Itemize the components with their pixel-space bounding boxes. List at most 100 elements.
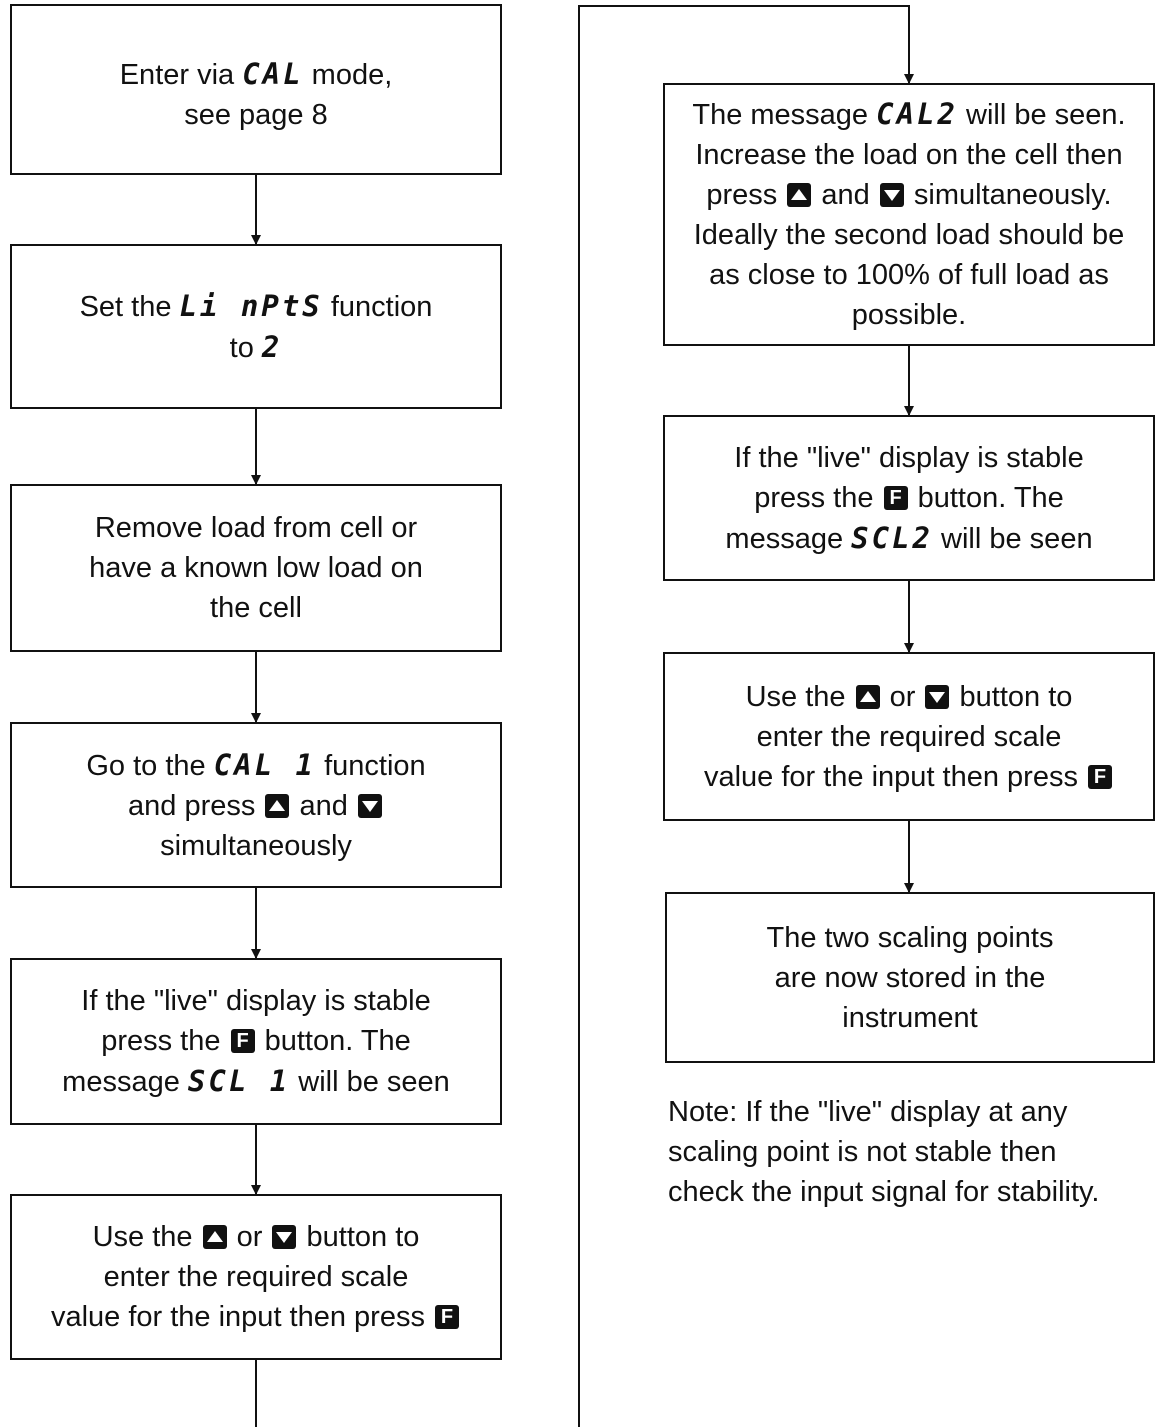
step-remove-load: Remove load from cell or have a known low… [10,484,502,652]
step-line: The message CAL2 will be seen. [673,94,1145,135]
step-text-fragment: message [62,1066,188,1098]
step-text-fragment: possible. [851,299,967,331]
connector-column-link [578,5,914,1427]
step-text: If the "live" display is stable press the… [673,438,1145,559]
step-line: Go to the CAL 1 function [20,745,492,786]
step-text-fragment: function [322,290,433,323]
step-line: If the "live" display is stable [673,438,1145,478]
step-text-fragment: mode, [303,59,393,91]
f-key-icon [883,485,908,510]
step-text-fragment: or [881,680,924,713]
step-text: Use the or button to enter the required s… [20,1217,492,1337]
step-text-fragment: The message [692,99,877,131]
step-line: have a known low load on [20,548,492,588]
step-line: Set the Li nPtS function [20,286,492,327]
down-arrow-key-icon [357,793,382,818]
step-text-fragment: Set the [79,290,180,323]
step-line: value for the input then press [673,757,1145,797]
step-enter-cal-mode: Enter via CAL mode, see page 8 [10,4,502,175]
step-text-fragment: function [316,749,426,782]
step-line: Remove load from cell or [20,508,492,548]
step-line: If the "live" display is stable [20,981,492,1021]
step-text-fragment: have a known low load on [89,552,423,584]
step-text-fragment: press the [754,481,882,514]
segment-display-code: 2 [261,329,283,364]
step-text-fragment: The two scaling points [766,921,1054,954]
step-line: Use the or button to [673,677,1145,717]
step-line: Use the or button to [20,1217,492,1257]
step-text-fragment: value for the input then press [703,760,1087,793]
step-line: value for the input then press [20,1297,492,1337]
step-text-fragment: button to [951,680,1073,713]
step-line: are now stored in the [675,958,1145,998]
f-key-icon [435,1305,460,1329]
step-text-fragment: the cell [210,592,302,624]
step-text: Enter via CAL mode, see page 8 [20,54,492,135]
step-text-fragment: instrument [842,1001,978,1034]
step-text-fragment: as close to 100% of full load as [709,259,1109,291]
step-line: the cell [20,588,492,628]
segment-display-code: Li nPtS [179,288,323,323]
step-line: and press and [20,786,492,826]
f-key-icon [230,1029,255,1053]
step-line: press the button. The [20,1021,492,1061]
step-text-fragment: Use the [92,1221,201,1253]
step-text-fragment: press the [101,1025,229,1057]
note-line: check the input signal for stability. [668,1176,1100,1208]
step-line: Ideally the second load should be [673,215,1145,255]
step-text-fragment: button. The [256,1025,411,1057]
step-text-fragment: to [229,331,262,364]
step-text-fragment: and [291,789,356,822]
step-text-fragment: and [813,179,878,211]
step-text-fragment: will be seen [290,1066,450,1098]
step-line: as close to 100% of full load as [673,255,1145,295]
step-text-fragment: Go to the [86,749,214,782]
step-line: to 2 [20,327,492,368]
step-text-fragment: are now stored in the [774,961,1046,994]
down-arrow-key-icon [879,183,904,207]
step-text-fragment: enter the required scale [103,1261,409,1293]
step-text-fragment: button to [298,1221,420,1253]
step-line: simultaneously [20,826,492,866]
step-text-fragment: Use the [745,680,854,713]
step-text-fragment: If the "live" display is stable [734,441,1084,474]
down-arrow-key-icon [272,1225,297,1249]
segment-display-code: CAL 1 [213,747,317,782]
stability-note: Note: If the "live" display at any scali… [668,1092,1148,1212]
step-enter-scale-1: Use the or button to enter the required s… [10,1194,502,1360]
up-arrow-key-icon [787,183,812,207]
step-text-fragment: simultaneously [160,829,352,862]
step-text-fragment: Ideally the second load should be [693,219,1125,251]
step-text-fragment: enter the required scale [756,720,1062,753]
step-text-fragment: value for the input then press [50,1301,434,1333]
step-line: Enter via CAL mode, [20,54,492,95]
step-cal2-message: The message CAL2 will be seen.Increase t… [663,83,1155,346]
step-line: press the button. The [673,478,1145,518]
step-text: The two scaling points are now stored in … [675,918,1145,1038]
step-text: Remove load from cell or have a known low… [20,508,492,628]
step-text-fragment: or [228,1221,271,1253]
step-text-fragment: press [706,179,786,211]
step-text-fragment: will be seen. [957,99,1126,131]
step-text-fragment: see page 8 [184,99,328,131]
step-text-fragment: simultaneously. [905,179,1112,211]
f-key-icon [1088,764,1113,789]
step-line: see page 8 [20,95,492,135]
step-line: instrument [675,998,1145,1038]
segment-display-code: SCL 1 [187,1064,291,1098]
note-line: scaling point is not stable then [668,1136,1057,1168]
segment-display-code: CAL2 [876,97,958,131]
segment-display-code: SCL2 [851,520,933,555]
step-line: Increase the load on the cell then [673,135,1145,175]
step-text-fragment: Remove load from cell or [94,512,418,544]
step-text-fragment: and press [128,789,264,822]
up-arrow-key-icon [202,1225,227,1249]
step-text: The message CAL2 will be seen.Increase t… [673,94,1145,335]
